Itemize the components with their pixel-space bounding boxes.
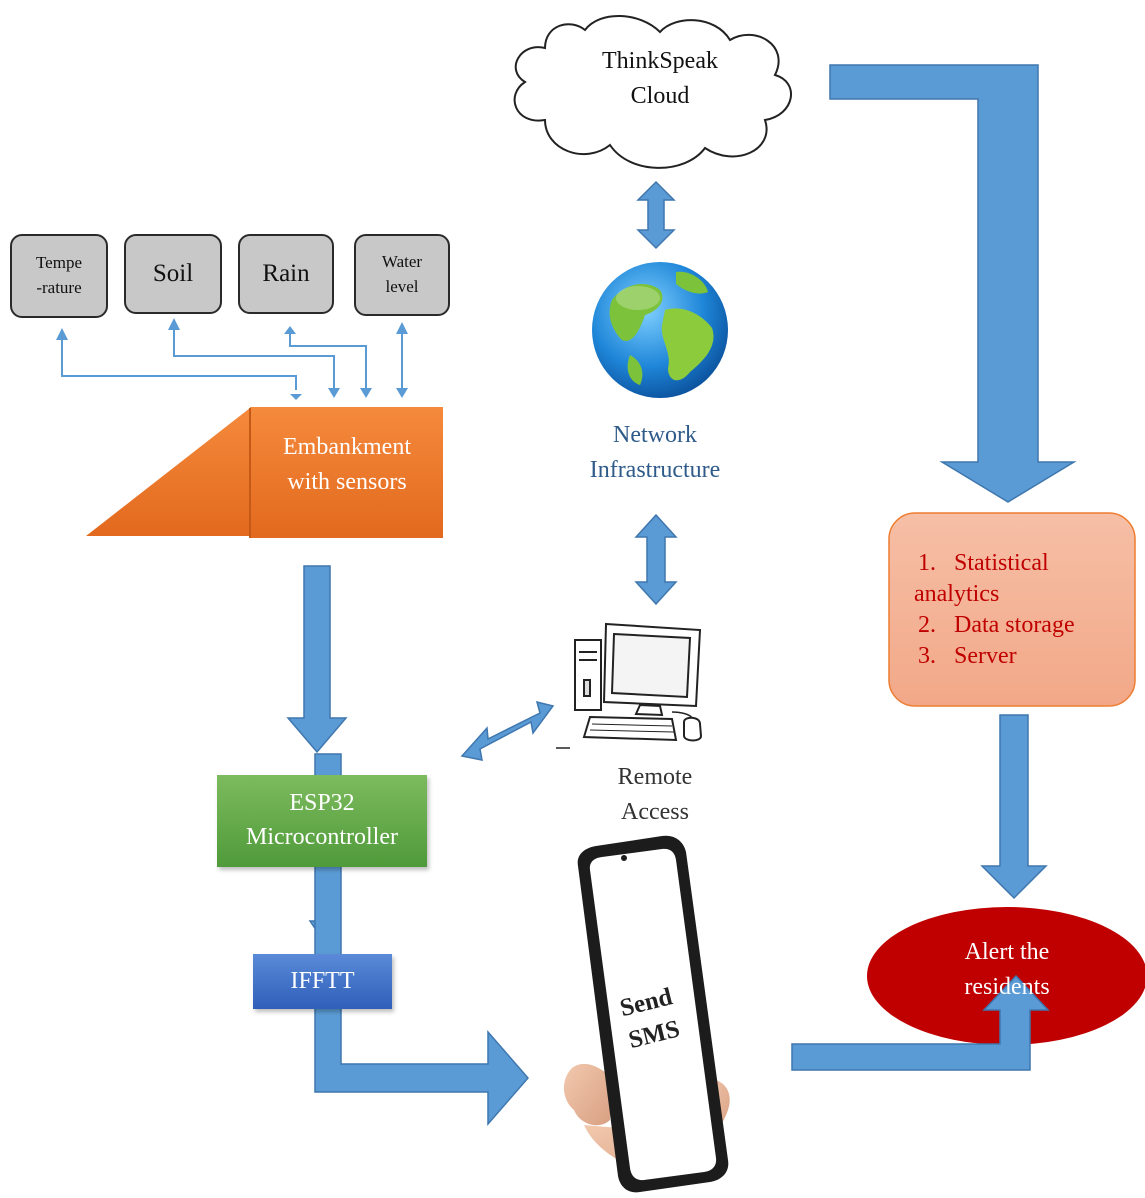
cloud-shape [513,15,792,169]
sensor-wire-arrowheads [56,318,408,400]
cloud-label-line1: ThinkSpeak [602,48,718,74]
double-arrow-network-computer [634,513,678,606]
network-label-line2: Infrastructure [589,456,721,483]
remote-label-line2: Access [621,798,689,825]
sensor-rain: Rain [238,234,334,314]
sensor-water-line1: Water [381,252,423,272]
phone-icon [563,835,730,1193]
sensor-temperature: Tempe -rature [10,234,108,318]
computer-icon [556,622,703,749]
server-box-shape [888,512,1136,707]
embankment-label-line1: Embankment [283,434,411,460]
alert-label-line1: Alert the [964,939,1050,965]
cloud-label-line2: Cloud [630,82,690,109]
sensor-rain-label: Rain [262,260,310,287]
network-label-line1: Network [613,422,697,448]
network-label: Network Infrastructure [560,418,750,488]
remote-label-line1: Remote [617,764,693,790]
embankment-label: Embankment with sensors [252,430,442,500]
embankment-slope [86,408,250,536]
server-item-2: 2.Data storage [918,612,1075,638]
embankment-box-shape [250,407,443,538]
globe-icon [592,262,728,398]
server-item-1: 1.Statistical [918,550,1049,576]
server-item-1-cont: analytics [914,581,1000,607]
sensor-temperature-line1: Tempe [35,253,82,273]
esp32-box: ESP32 Microcontroller [217,775,427,867]
arrow-cloud-to-server [829,64,1077,503]
arrow-server-to-alert [980,714,1048,900]
alert-label: Alert the residents [917,935,1097,1005]
sensor-soil-label: Soil [152,260,194,287]
arrow-phone-to-alert [791,974,1050,1071]
cloud-label: ThinkSpeak Cloud [560,44,760,114]
server-item-3: 3.Server [918,643,1017,669]
alert-ellipse [867,907,1145,1045]
sensor-temperature-line2: -rature [36,278,82,297]
double-arrow-computer-esp32 [460,700,555,761]
alert-label-line2: residents [964,973,1050,1000]
ifttt-label: IFFTT [290,968,355,994]
esp32-label-line2: Microcontroller [246,824,398,850]
sensor-soil: Soil [124,234,222,314]
sensor-water-level: Water level [354,234,450,316]
esp32-label-line1: ESP32 [289,790,355,817]
double-arrow-cloud-network [636,180,676,250]
server-box-text: 1.Statistical analytics 2.Data storage 3… [914,548,1124,672]
ifttt-box: IFFTT [253,954,392,1009]
arrow-embankment-to-esp32 [286,565,348,754]
sensor-water-line2: level [385,277,419,296]
embankment-label-line2: with sensors [287,468,407,495]
remote-access-label: Remote Access [570,760,740,830]
sensor-wires [61,324,403,390]
